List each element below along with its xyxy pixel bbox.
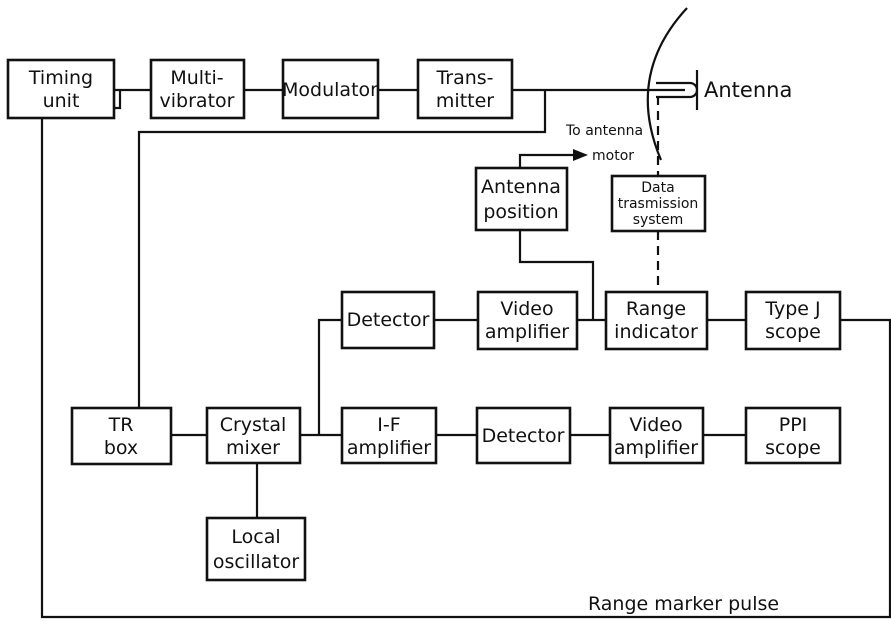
block-label: amplifier: [614, 437, 698, 459]
block-label: Video: [500, 298, 553, 320]
antenna-label: Antenna: [704, 78, 792, 102]
block-label: Local: [231, 526, 280, 548]
block-ppi-scope: PPI scope: [744, 406, 842, 465]
block-label: Antenna: [481, 176, 561, 198]
block-label: TR: [108, 414, 134, 436]
block-type-j-scope: Type J scope: [744, 290, 842, 351]
block-label: PPI: [779, 414, 808, 436]
block-label: unit: [43, 90, 80, 112]
block-label: Detector: [347, 309, 430, 331]
block-data-transmission-system: Data trasmission system: [610, 174, 707, 233]
block-label: Data: [641, 180, 674, 196]
block-video-amplifier-lower: Video amplifier: [608, 406, 705, 465]
block-timing-unit: Timing unit: [6, 58, 116, 120]
block-multivibrator: Multi- vibrator: [149, 58, 246, 120]
block-tr-box: TR box: [70, 406, 173, 466]
block-label: system: [633, 212, 684, 228]
block-label: Range: [626, 298, 686, 320]
block-label: mitter: [436, 90, 494, 112]
range-marker-pulse-label: Range marker pulse: [588, 593, 779, 615]
to-antenna-motor-label: motor: [592, 148, 634, 164]
block-video-amplifier-upper: Video amplifier: [476, 290, 579, 351]
block-label: amplifier: [347, 437, 431, 459]
block-transmitter: Trans- mitter: [416, 58, 514, 120]
block-detector-upper: Detector: [340, 290, 436, 350]
block-range-indicator: Range indicator: [604, 290, 709, 351]
block-label: vibrator: [160, 90, 235, 112]
block-label: Video: [629, 414, 682, 436]
block-antenna-position: Antenna position: [474, 166, 569, 232]
block-modulator: Modulator: [281, 58, 380, 120]
to-antenna-motor-label: To antenna: [565, 123, 643, 139]
block-crystal-mixer: Crystal mixer: [205, 406, 302, 465]
block-label: oscillator: [213, 551, 300, 573]
block-label: indicator: [614, 321, 698, 343]
block-label: trasmission: [618, 196, 699, 212]
block-label: Crystal: [220, 414, 287, 436]
block-detector-lower: Detector: [475, 406, 572, 465]
block-label: Multi-: [170, 67, 223, 89]
block-label: Detector: [482, 425, 565, 447]
block-label: scope: [765, 437, 821, 459]
block-label: Modulator: [282, 79, 378, 101]
block-label: scope: [765, 321, 821, 343]
connection-lines: [40, 7, 891, 619]
block-label: box: [104, 437, 138, 459]
block-label: Trans-: [435, 67, 493, 89]
block-label: mixer: [226, 437, 280, 459]
block-label: amplifier: [485, 321, 569, 343]
block-if-amplifier: I-F amplifier: [340, 406, 438, 465]
block-label: Timing: [28, 67, 93, 89]
block-local-oscillator: Local oscillator: [205, 516, 307, 582]
block-label: I-F: [377, 414, 400, 436]
block-label: Type J: [764, 298, 820, 320]
block-label: position: [483, 201, 558, 223]
